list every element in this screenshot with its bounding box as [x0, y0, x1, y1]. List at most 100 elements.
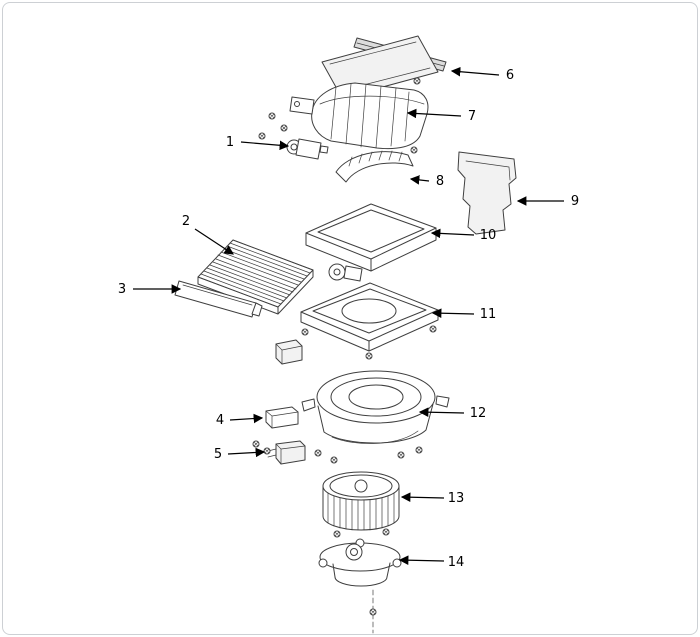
part-9-bracket	[457, 151, 517, 235]
callout-11: 11	[431, 307, 497, 322]
callout-12: 12	[418, 406, 486, 421]
screw-icon	[252, 440, 260, 448]
motor-body-sides	[332, 562, 391, 578]
callout-5: 5	[214, 447, 266, 462]
resistor-pins	[267, 443, 306, 465]
case-actuator-hub	[333, 268, 341, 276]
callout-4: 4	[216, 413, 264, 428]
part-12-blower-housing	[301, 370, 450, 444]
callout-number-2: 2	[182, 214, 190, 229]
connector-outline	[265, 406, 299, 429]
callout-3: 3	[118, 282, 182, 297]
part-7-upper-housing	[289, 82, 429, 150]
part-outline	[311, 82, 429, 150]
part-10-upper-case	[305, 203, 437, 282]
wheel-top-inner	[329, 474, 393, 498]
part-outline	[335, 151, 414, 183]
part-11-intake-case	[300, 282, 439, 352]
callout-number-3: 3	[118, 282, 126, 297]
callout-number-5: 5	[214, 447, 222, 462]
part-14-blower-motor	[318, 538, 402, 587]
opening	[348, 384, 404, 410]
callout-9: 9	[516, 194, 579, 209]
part-relay-block	[275, 339, 303, 365]
screw-icon	[280, 124, 288, 132]
callout-arrow-11	[431, 308, 475, 319]
part-outline	[457, 151, 517, 235]
callout-number-13: 13	[448, 491, 465, 506]
wheel-bottom	[322, 515, 400, 531]
screw-icon	[429, 325, 437, 333]
callout-arrow-7	[406, 108, 462, 119]
callout-number-10: 10	[480, 228, 497, 243]
screw-icon	[263, 447, 271, 455]
screw-icon	[410, 146, 418, 154]
callout-number-7: 7	[468, 109, 476, 124]
housing-bottom-line	[331, 430, 419, 444]
part-1-actuator	[286, 138, 329, 160]
filter-pleats	[197, 239, 314, 308]
case-actuator-body	[343, 265, 363, 282]
callout-arrow-12	[418, 407, 465, 417]
callout-arrow-13	[400, 492, 445, 502]
part-4-connector	[265, 406, 299, 429]
callout-arrow-2	[194, 228, 235, 255]
callout-number-6: 6	[506, 68, 514, 83]
wheel-hub	[354, 479, 368, 493]
screw-icon	[365, 352, 373, 360]
cover-tab	[251, 302, 263, 317]
callout-6: 6	[450, 66, 514, 83]
case-actuator-round	[328, 263, 346, 281]
part-detail	[465, 160, 511, 181]
motor-ear-right	[392, 558, 402, 568]
rim-inner	[317, 209, 425, 253]
motor-cap	[345, 543, 363, 561]
part-13-blower-wheel	[322, 471, 400, 531]
part-5-resistor	[267, 440, 306, 465]
actuator-connector	[319, 145, 329, 154]
callout-1: 1	[226, 135, 290, 151]
callout-13: 13	[400, 491, 465, 506]
mount-tab-right	[435, 395, 450, 408]
screw-icon	[258, 132, 266, 140]
callout-arrow-4	[229, 413, 264, 424]
screw-icon	[330, 456, 338, 464]
screw-icon	[415, 446, 423, 454]
callout-number-9: 9	[571, 194, 579, 209]
callout-arrow-8	[409, 175, 430, 185]
rim-inner	[312, 288, 427, 334]
callout-10: 10	[430, 228, 497, 243]
part-8-air-guide	[335, 150, 414, 183]
callout-8: 8	[409, 174, 444, 189]
screw-icon	[268, 112, 276, 120]
callout-number-4: 4	[216, 413, 224, 428]
rim-outer	[305, 203, 437, 260]
motor-ear-left	[318, 558, 328, 568]
motor-cap-hub	[350, 548, 358, 556]
screw-icon	[333, 530, 341, 538]
part-hatch	[348, 150, 403, 167]
screw-icon	[314, 449, 322, 457]
callout-arrow-10	[430, 228, 475, 239]
part-side-bracket	[289, 96, 315, 115]
cover-detail	[182, 284, 253, 306]
resistor-outline	[275, 440, 306, 465]
callout-number-11: 11	[480, 307, 497, 322]
callout-2: 2	[182, 214, 235, 255]
mount-tab-left	[301, 398, 316, 412]
part-top-plate	[321, 35, 439, 99]
part-2-cabin-filter	[197, 239, 314, 315]
part-outline	[321, 35, 439, 99]
rim-outer	[316, 370, 436, 424]
callout-14: 14	[398, 555, 464, 570]
wheel-sides	[322, 485, 400, 517]
actuator-body	[295, 138, 322, 160]
callout-7: 7	[406, 108, 476, 124]
bracket-hole	[294, 101, 300, 107]
screw-icon	[382, 528, 390, 536]
screw-icon	[413, 77, 421, 85]
callout-arrow-6	[450, 66, 500, 77]
screw-icon	[369, 608, 377, 616]
